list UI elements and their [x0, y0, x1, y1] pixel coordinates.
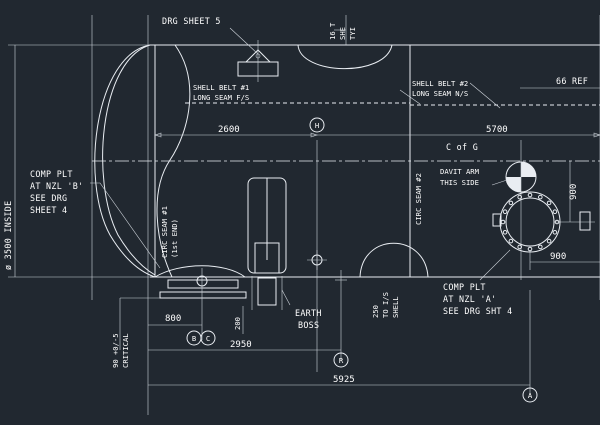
- svg-text:R: R: [339, 356, 344, 365]
- vessel-shell: [91, 15, 600, 415]
- bolt-hole: [502, 209, 508, 214]
- dim-16t: [334, 15, 347, 45]
- label-c-of-g: C of G: [446, 142, 478, 152]
- dim-5700: [317, 132, 600, 138]
- label-comp-b-1: COMP PLT: [30, 169, 73, 179]
- dim-inside-dia: [8, 44, 150, 278]
- dim-critical: [119, 297, 160, 350]
- bolt-hole: [546, 200, 552, 206]
- svg-text:A: A: [528, 391, 533, 400]
- label-critical-1: 90 +0/-5: [111, 333, 120, 368]
- label-davit-arm-1: DAVIT ARM: [440, 167, 480, 176]
- label-to-shell-3: SHELL: [391, 296, 400, 318]
- center-of-gravity-symbol: [505, 140, 537, 280]
- dim-2600: [154, 132, 318, 138]
- label-to-shell-2: TO I/S: [381, 292, 390, 318]
- dim-900-vertical: [555, 161, 595, 223]
- bolt-hole: [546, 238, 552, 244]
- dim-5925: [148, 290, 531, 395]
- label-dim-5925: 5925: [333, 375, 355, 385]
- bolt-hole: [502, 230, 508, 235]
- shell-belt-1-cutline: [156, 44, 191, 278]
- bolt-hole: [538, 194, 543, 200]
- svg-text:C: C: [206, 334, 210, 343]
- label-to-shell-1: 250: [371, 305, 380, 318]
- marker-r: R: [333, 352, 349, 368]
- svg-text:B: B: [192, 334, 196, 343]
- bolt-hole: [500, 219, 506, 225]
- label-plate-thk-2: SHE: [338, 27, 347, 40]
- label-dim-900-v: 900: [569, 184, 579, 200]
- bolt-hole: [552, 230, 558, 235]
- label-comp-b-2: AT NZL 'B': [30, 181, 83, 191]
- davit-side-lug: [579, 211, 591, 231]
- label-critical-2: CRITICAL: [121, 333, 130, 368]
- label-circ-seam-1-a: CIRC SEAM #1: [160, 206, 169, 258]
- bolt-hole: [508, 200, 514, 206]
- bolt-hole: [517, 194, 523, 200]
- label-comp-b-4: SHEET 4: [30, 205, 67, 215]
- label-dim-200: 200: [233, 317, 242, 330]
- label-shell-belt-1: SHELL BELT #1: [193, 83, 249, 92]
- label-plate-thk-1: 16 T: [328, 22, 337, 40]
- dished-end-inner: [102, 44, 156, 276]
- label-dim-5700: 5700: [486, 125, 508, 135]
- label-long-seam-fs: LONG SEAM F/S: [193, 93, 249, 102]
- label-66-ref: 66 REF: [556, 76, 588, 86]
- bolt-hole: [538, 244, 543, 250]
- svg-text:H: H: [315, 121, 319, 130]
- bolt-hole: [517, 244, 523, 250]
- label-circ-seam-2: CIRC SEAM #2: [414, 173, 423, 225]
- label-long-seam-ns: LONG SEAM N/S: [412, 89, 468, 98]
- lower-nozzle: [247, 177, 287, 310]
- label-inside-dia: ø 3500 INSIDE: [3, 201, 13, 270]
- label-dim-800: 800: [165, 314, 181, 324]
- label-davit-arm-2: THIS SIDE: [440, 178, 479, 187]
- davit-flange: [492, 191, 561, 253]
- bottom-manway: [359, 242, 429, 278]
- label-plate-thk-3: TYI: [348, 27, 357, 40]
- marker-b: B: [186, 330, 202, 346]
- dim-900-horizontal: [529, 250, 600, 270]
- marker-c: C: [200, 330, 216, 346]
- label-earth-1: EARTH: [295, 308, 322, 318]
- label-comp-a-2: AT NZL 'A': [443, 294, 496, 304]
- label-circ-seam-1-b: (1st END): [170, 219, 179, 258]
- label-comp-b-3: SEE DRG: [30, 193, 67, 203]
- marker-a: A: [522, 387, 538, 403]
- saddle-left: [154, 265, 247, 340]
- label-shell-belt-2: SHELL BELT #2: [412, 79, 468, 88]
- label-comp-a-1: COMP PLT: [443, 282, 486, 292]
- dim-250-shell: [335, 270, 347, 360]
- label-dim-900-h: 900: [550, 252, 566, 262]
- label-dim-2950: 2950: [230, 340, 252, 350]
- top-manway: [297, 44, 393, 70]
- dished-end: [94, 44, 156, 278]
- bolt-hole: [508, 238, 514, 244]
- label-dim-2600: 2600: [218, 125, 240, 135]
- earth-boss: [307, 140, 327, 372]
- top-nozzle: [237, 40, 279, 82]
- label-drg-sheet-5: DRG SHEET 5: [162, 16, 221, 26]
- leaders: [90, 27, 511, 306]
- label-earth-2: BOSS: [298, 320, 319, 330]
- bolt-hole: [527, 192, 533, 198]
- marker-h: H: [309, 117, 325, 133]
- label-comp-a-3: SEE DRG SHT 4: [443, 306, 512, 316]
- bolt-hole: [552, 209, 558, 214]
